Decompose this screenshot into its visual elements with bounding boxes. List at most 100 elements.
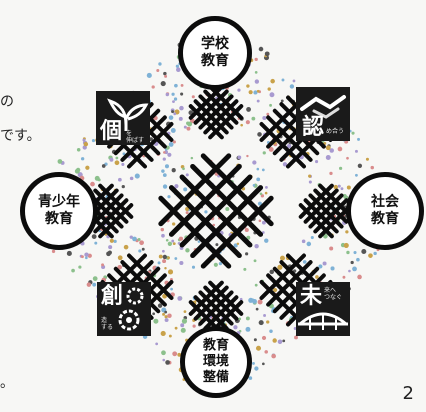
lattice-dot (282, 339, 286, 343)
lattice-dot (218, 261, 223, 266)
lattice-dot (262, 116, 267, 121)
lattice-dot (192, 324, 196, 328)
lattice-dot (78, 265, 82, 269)
lattice-dot (354, 149, 358, 153)
lattice-dot (165, 238, 169, 242)
lattice-dot (161, 169, 165, 173)
lattice-dot (180, 327, 186, 333)
lattice-dot (121, 184, 125, 189)
lattice-dot (279, 255, 285, 261)
lattice-dot (178, 116, 183, 121)
lattice-dot (233, 243, 238, 248)
lattice-dot (174, 83, 178, 88)
lattice-dot (246, 235, 251, 240)
lattice-dot (294, 335, 298, 340)
lattice-dot (115, 156, 119, 160)
lattice-dot (185, 211, 189, 215)
lattice-dot (256, 167, 260, 171)
lattice-dot (268, 146, 274, 152)
lattice-dot (129, 176, 134, 181)
lattice-dot (106, 251, 111, 257)
lattice-dot (258, 320, 264, 326)
lattice-dot (289, 84, 295, 89)
lattice-dot (76, 148, 81, 152)
lattice-dot (237, 88, 241, 92)
lattice-dot (109, 157, 114, 162)
lattice-dot (71, 268, 75, 273)
lattice-dot (259, 192, 263, 196)
lattice-dot (129, 235, 133, 239)
lattice-dot (325, 155, 331, 161)
lattice-dot (173, 112, 177, 116)
lattice-dot (121, 162, 125, 166)
lattice-dot (164, 74, 168, 78)
lattice-dot (160, 227, 165, 232)
lattice-dot (91, 139, 96, 143)
lattice-dot (252, 183, 256, 187)
lattice-dot (246, 154, 249, 158)
lattice-dot (83, 141, 89, 147)
lattice-dot (182, 167, 185, 171)
hatch-line (98, 203, 134, 239)
lattice-dot (261, 220, 266, 225)
lattice-dot (264, 238, 269, 243)
lattice-dot (191, 265, 196, 269)
lattice-dot (85, 165, 90, 170)
lattice-dot (181, 318, 188, 324)
lattice-dot (80, 157, 85, 161)
lattice-dot (191, 95, 195, 99)
lattice-dot (255, 307, 259, 311)
lattice-dot (262, 151, 266, 155)
lattice-dot (269, 329, 273, 333)
lattice-dot (82, 138, 86, 142)
lattice-dot (269, 92, 275, 98)
lattice-dot (337, 146, 343, 152)
lattice-dot (257, 132, 262, 137)
tile-caption: 造 する (101, 317, 114, 331)
lattice-dot (254, 79, 260, 84)
lattice-dot (171, 239, 175, 243)
lattice-dot (271, 353, 276, 359)
lattice-dot (355, 173, 358, 177)
lattice-dot (246, 107, 251, 112)
lattice-dot (162, 358, 166, 362)
lattice-dot (162, 184, 168, 189)
lattice-dot (233, 325, 238, 330)
lattice-dot (361, 248, 367, 255)
lattice-dot (277, 264, 283, 270)
lattice-dot (266, 320, 270, 324)
lattice-dot (236, 242, 240, 246)
lattice-dot (345, 230, 349, 234)
lattice-dot (308, 174, 312, 178)
lattice-dot (240, 123, 243, 127)
lattice-dot (180, 83, 184, 87)
lattice-dot (254, 71, 258, 74)
hatch-line (200, 195, 274, 269)
lattice-dot (351, 131, 355, 135)
lattice-dot (164, 315, 168, 319)
lattice-dot (152, 312, 156, 316)
tile-recognize: 認 め合う (296, 87, 350, 141)
lattice-dot (302, 260, 307, 264)
node-label: 学校 教育 (201, 35, 229, 70)
lattice-dot (81, 255, 84, 259)
lattice-dot (167, 269, 174, 275)
lattice-dot (179, 260, 184, 266)
lattice-dot (171, 168, 176, 173)
lattice-dot (84, 252, 89, 257)
text-fragment-bottom: 。 (0, 375, 14, 391)
lattice-dot (157, 303, 163, 308)
lattice-dot (292, 79, 296, 83)
text-fragment-middle: です。 (0, 128, 41, 144)
lattice-dot (258, 219, 262, 223)
lattice-dot (160, 81, 166, 87)
lattice-dot (269, 103, 272, 107)
lattice-dot (94, 175, 100, 181)
lattice-dot (185, 248, 190, 253)
lattice-dot (204, 210, 208, 214)
lattice-dot (183, 187, 188, 192)
lattice-dot (178, 236, 183, 241)
lattice-dot (162, 259, 167, 264)
lattice-dot (348, 269, 351, 273)
lattice-dot (264, 350, 268, 354)
